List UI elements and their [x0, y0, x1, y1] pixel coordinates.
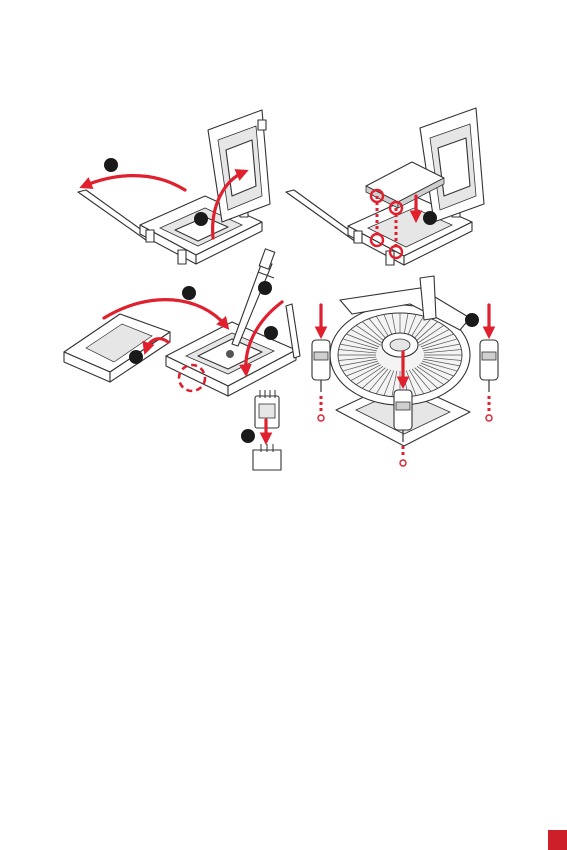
step-badge	[258, 281, 272, 295]
fan-header	[253, 450, 281, 470]
panel-open-socket	[78, 110, 270, 264]
push-pin	[312, 340, 330, 392]
thermal-paste-dot	[226, 350, 234, 358]
page-accent-bar	[548, 830, 567, 850]
step-badge	[194, 212, 208, 226]
panel-cpu-cooler	[312, 276, 498, 466]
step-badge	[241, 429, 255, 443]
push-pin	[480, 340, 498, 392]
panel-thermal-paste	[64, 249, 300, 396]
fan-connector	[241, 390, 281, 470]
step-badge	[465, 313, 479, 327]
panel-insert-cpu	[286, 108, 484, 265]
socket-lever	[78, 190, 150, 240]
step-badge	[129, 350, 143, 364]
red-arrow	[84, 176, 185, 190]
step-badge	[264, 326, 278, 340]
step-badge	[104, 158, 118, 172]
step-badge	[423, 211, 437, 225]
step-badge	[182, 286, 196, 300]
